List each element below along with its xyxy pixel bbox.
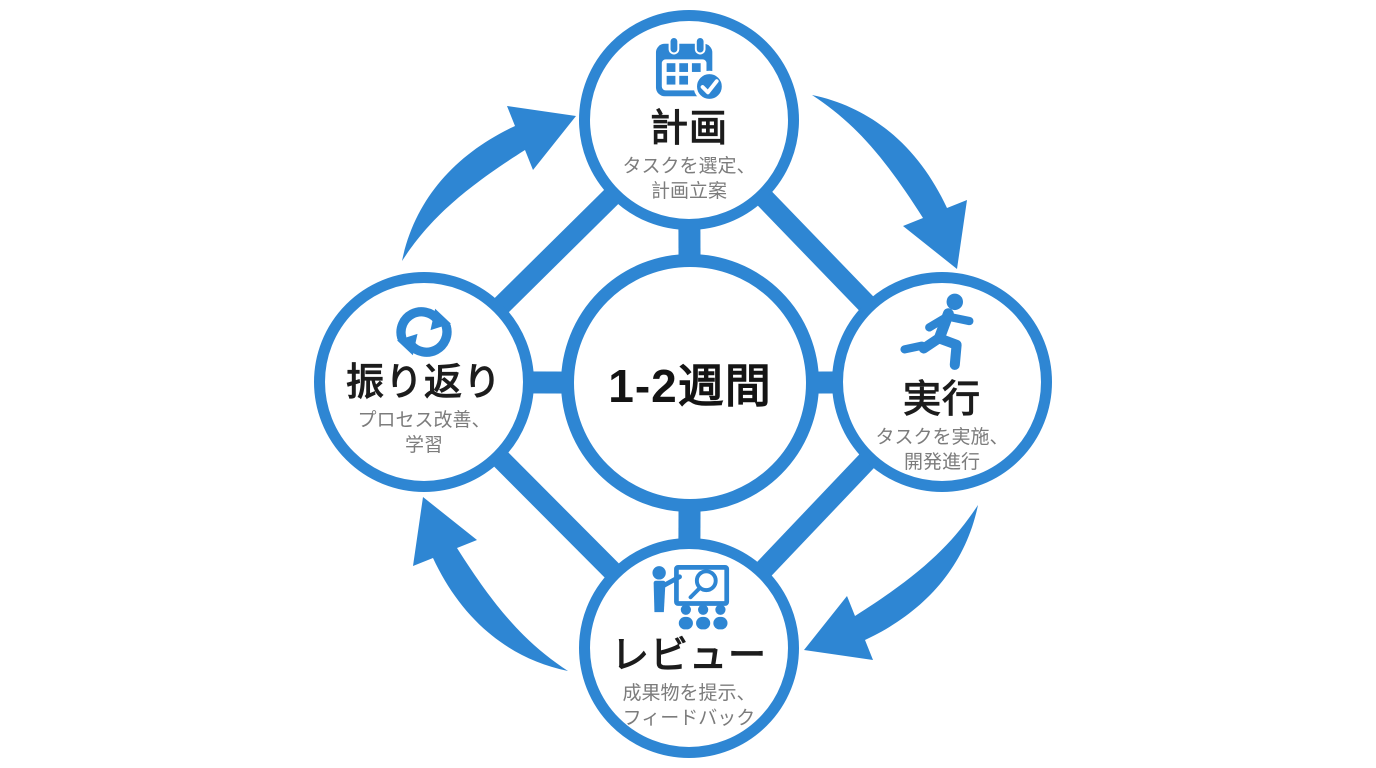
- cycle-arrow-top-left: [402, 106, 576, 261]
- node-review-title: レビュー: [610, 634, 767, 677]
- node-plan-desc-line2: 計画立案: [650, 181, 727, 203]
- node-execute-desc: タスクを実施、 開発進行: [875, 425, 1008, 475]
- node-plan: 計画 タスクを選定、 計画立案: [579, 10, 799, 230]
- node-execute-desc-line2: 開発進行: [903, 452, 980, 474]
- node-retrospective-desc-line2: 学習: [404, 435, 443, 457]
- cycle-arrow-bottom-left: [413, 497, 568, 671]
- node-execute: 実行 タスクを実施、 開発進行: [832, 272, 1052, 492]
- runner-icon: [900, 289, 984, 375]
- cycle-arrow-bottom-right: [804, 505, 978, 660]
- node-review: レビュー 成果物を提示、 フィードバック: [579, 538, 799, 758]
- node-retrospective-title: 振り返り: [345, 361, 502, 404]
- node-retrospective: 振り返り プロセス改善、 学習: [314, 272, 534, 492]
- node-plan-desc: タスクを選定、 計画立案: [622, 154, 755, 204]
- calendar-check-icon: [653, 35, 726, 104]
- node-review-desc-line1: 成果物を提示、: [622, 683, 756, 705]
- node-plan-title: 計画: [649, 107, 728, 150]
- sync-icon: [394, 306, 454, 358]
- cycle-arrow-top-right: [812, 95, 967, 269]
- node-review-desc: 成果物を提示、 フィードバック: [622, 681, 755, 731]
- node-sprint-duration: 1-2週間: [561, 254, 819, 512]
- node-execute-title: 実行: [902, 378, 981, 421]
- node-review-desc-line2: フィードバック: [622, 708, 756, 730]
- node-plan-desc-line1: タスクを選定、: [622, 156, 756, 178]
- node-retrospective-desc: プロセス改善、 学習: [357, 408, 490, 458]
- node-execute-desc-line1: タスクを実施、: [875, 427, 1009, 449]
- node-retrospective-desc-line1: プロセス改善、: [357, 410, 491, 432]
- sprint-duration-label: 1-2週間: [608, 360, 772, 412]
- presentation-icon: [648, 564, 730, 631]
